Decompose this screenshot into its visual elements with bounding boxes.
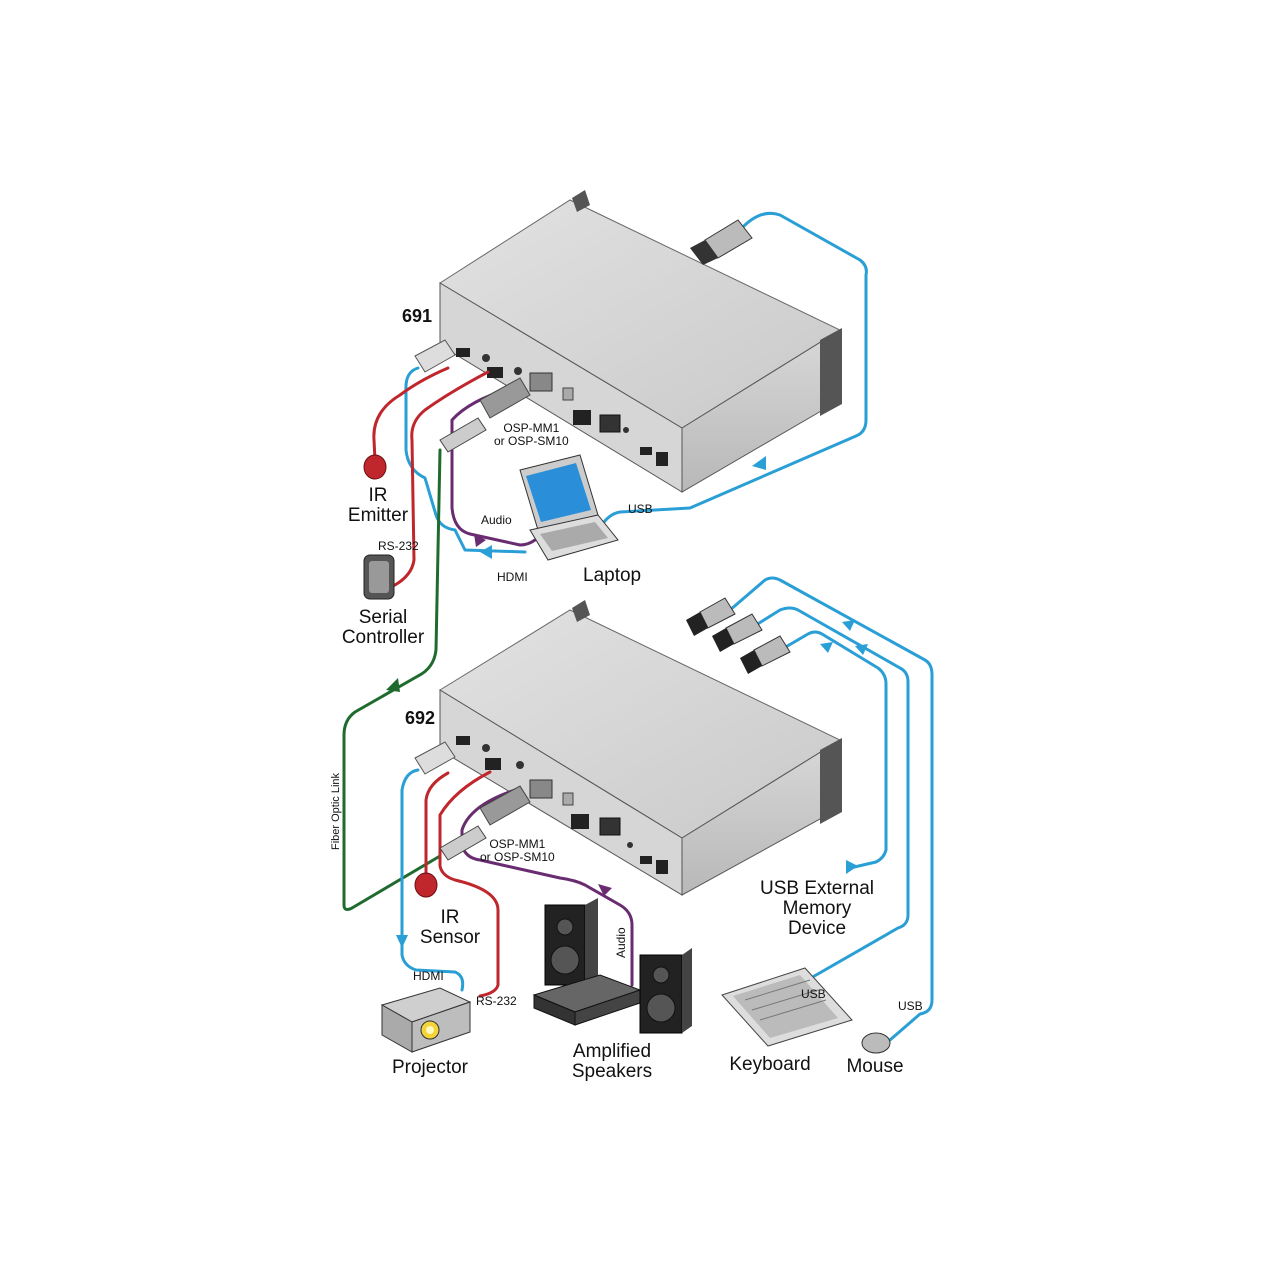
serial-controller-line-2: Controller — [341, 627, 425, 648]
sfp-line-2: or OSP-SM10 — [494, 434, 569, 448]
speaker-right-icon — [639, 948, 692, 1034]
ir-emitter-label: IR Emitter — [348, 486, 408, 526]
rs232-top-label: RS-232 — [378, 539, 419, 553]
usb-b-plug-icon — [690, 219, 753, 265]
sfp-line-1: OSP-MM1 — [489, 837, 546, 851]
usb-memory-line-1: USB External — [759, 878, 875, 899]
usb-mouse-label: USB — [898, 999, 923, 1013]
audio-cable-top — [450, 386, 537, 547]
rs232-cable-top — [393, 370, 490, 587]
usb-a-plug-icon — [712, 613, 763, 652]
serial-controller-label: Serial Controller — [342, 608, 424, 648]
device-691-label: 691 — [402, 306, 433, 326]
amplified-speakers-line-2: Speakers — [571, 1061, 653, 1082]
fiber-connector-bottom — [439, 785, 531, 861]
audio-cable-bottom — [460, 788, 634, 987]
speaker-left-icon — [544, 898, 598, 986]
amplified-speakers-line-1: Amplified — [572, 1041, 652, 1062]
usb-memory-cable-2 — [754, 606, 910, 992]
ir-emitter-icon — [363, 454, 387, 480]
mouse-icon — [861, 1032, 891, 1054]
sfp-line-2: or OSP-SM10 — [480, 850, 555, 864]
usb-memory-line-3: Device — [787, 918, 847, 939]
keyboard-label: Keyboard — [729, 1054, 811, 1075]
serial-controller-icon — [363, 554, 395, 600]
usb-cable-top — [598, 211, 868, 530]
projector-icon — [380, 987, 472, 1053]
keyboard-icon — [721, 967, 853, 1047]
device-692-label: 692 — [405, 708, 436, 728]
fiber-optic-link-label: Fiber Optic Link — [330, 772, 342, 850]
ir-sensor-cable — [424, 771, 450, 882]
audio-bottom-label: Audio — [614, 927, 628, 958]
usb-memory-label: USB External Memory Device — [760, 879, 874, 939]
usb-a-plug-icon — [686, 597, 736, 636]
rs232-bottom-label: RS-232 — [476, 994, 517, 1008]
mouse-label: Mouse — [846, 1056, 904, 1077]
usb-top-label: USB — [628, 502, 653, 516]
device-691 — [439, 190, 842, 493]
serial-controller-line-1: Serial — [358, 607, 408, 628]
audio-top-label: Audio — [481, 513, 512, 527]
hdmi-top-label: HDMI — [497, 570, 528, 584]
usb-memory-line-2: Memory — [782, 898, 852, 919]
usb-a-plug-icon — [740, 635, 791, 674]
hdmi-cable-bottom — [400, 768, 465, 992]
ir-sensor-label: IR Sensor — [420, 908, 480, 948]
ir-sensor-line-1: IR — [440, 907, 460, 928]
laptop-icon — [519, 454, 619, 561]
hdmi-cable-top — [404, 366, 527, 554]
amplified-speakers-label: Amplified Speakers — [572, 1042, 652, 1082]
fiber-optic-cable — [342, 448, 442, 911]
rs232-cable-bottom — [438, 770, 500, 998]
sfp-line-1: OSP-MM1 — [503, 421, 560, 435]
ir-emitter-cable — [372, 366, 450, 462]
hdmi-bottom-label: HDMI — [413, 969, 444, 983]
ir-emitter-line-2: Emitter — [347, 505, 409, 526]
hdmi-plug-top — [414, 339, 456, 373]
hdmi-plug-bottom — [414, 741, 456, 775]
ir-emitter-line-1: IR — [368, 485, 388, 506]
projector-label: Projector — [391, 1057, 469, 1078]
usb-memory-cable-3 — [782, 630, 888, 870]
usb-memory-cable-1 — [728, 576, 934, 1042]
ir-sensor-icon — [414, 872, 438, 898]
fiber-connector-top — [439, 377, 531, 453]
usb-keyboard-label: USB — [801, 987, 826, 1001]
sfp-label-top: OSP-MM1 or OSP-SM10 — [494, 422, 569, 448]
ir-sensor-line-2: Sensor — [419, 927, 481, 948]
amplifier-icon — [532, 974, 642, 1026]
device-692 — [439, 600, 842, 896]
laptop-label: Laptop — [583, 565, 642, 586]
sfp-label-bottom: OSP-MM1 or OSP-SM10 — [480, 838, 555, 864]
